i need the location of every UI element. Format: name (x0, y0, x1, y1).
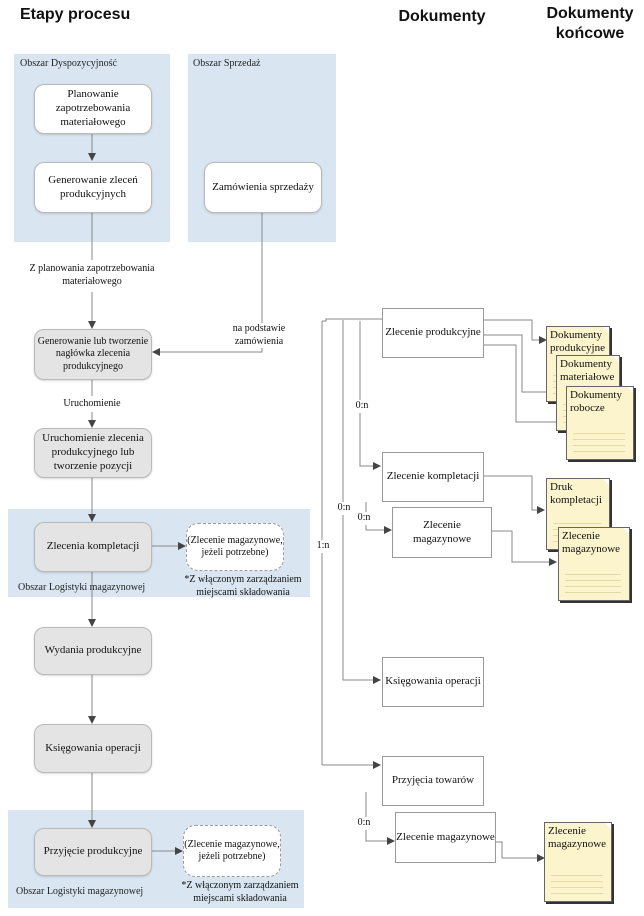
area-dispatch-label: Obszar Dyspozycyjność (20, 58, 117, 69)
area-sales-label: Obszar Sprzedaż (193, 58, 261, 69)
cardinality-receipts: 1:n (314, 540, 332, 553)
cardinality-warehouse-2: 0:n (355, 817, 373, 830)
note-warehouse-orders-1: (Zlecenie magazynowe, jeżeli potrzebne) (186, 523, 284, 571)
process-production-receipt: Przyjęcie produkcyjne (34, 828, 152, 876)
label-based-on-orders: na podstawie zamówienia (220, 323, 298, 348)
doc-picking-order: Zlecenie kompletacji (382, 452, 484, 502)
doc-warehouse-order-1: Zlecenie magazynowe (392, 507, 492, 558)
note-warehouse-orders-2: (Zlecenie magazynowe, jeżeli potrzebne) (183, 825, 281, 877)
note-bin-management-1: *Z włączonym zarządzaniem miejscami skła… (184, 574, 302, 598)
process-picking-orders: Zlecenia kompletacji (34, 522, 152, 572)
process-generate-orders: Generowanie zleceń produkcyjnych (34, 162, 152, 213)
header-final-documents: Dokumenty końcowe (546, 5, 634, 42)
doc-operation-postings: Księgowania operacji (382, 657, 484, 707)
label-release: Uruchomienie (52, 398, 132, 411)
final-doc-warehouse-order-1: Zlecenie magazynowe (558, 527, 630, 601)
final-doc-warehouse-order-2: Zlecenie magazynowe (544, 822, 612, 902)
doc-production-order: Zlecenie produkcyjne (382, 308, 484, 358)
process-header-generation: Generowanie lub tworzenie nagłówka zlece… (34, 329, 152, 380)
cardinality-postings: 0:n (335, 502, 353, 515)
process-mrp: Planowanie zapotrzebowania materiałowego (34, 84, 152, 134)
area-logistics-2-label: Obszar Logistyki magazynowej (16, 886, 144, 897)
header-process-stages: Etapy procesu (20, 6, 131, 23)
cardinality-warehouse-1: 0:n (355, 512, 373, 525)
process-production-issues: Wydania produkcyjne (34, 627, 152, 675)
label-from-mrp: Z planowania zapotrzebowania materiałowe… (29, 263, 155, 287)
cardinality-picking: 0:n (353, 400, 371, 413)
doc-goods-receipts: Przyjęcia towarów (382, 756, 484, 806)
process-operation-postings: Księgowania operacji (34, 724, 152, 773)
process-release: Uruchomienie zlecenia produkcyjnego lub … (34, 428, 152, 478)
doc-warehouse-order-2: Zlecenie magazynowe (395, 812, 496, 863)
final-doc-work: Dokumenty robocze (566, 386, 634, 460)
process-sales-orders: Zamówienia sprzedaży (204, 162, 322, 213)
area-logistics-1-label: Obszar Logistyki magazynowej (18, 582, 146, 593)
header-documents: Dokumenty (398, 8, 486, 25)
note-bin-management-2: *Z włączonym zarządzaniem miejscami skła… (181, 880, 299, 904)
